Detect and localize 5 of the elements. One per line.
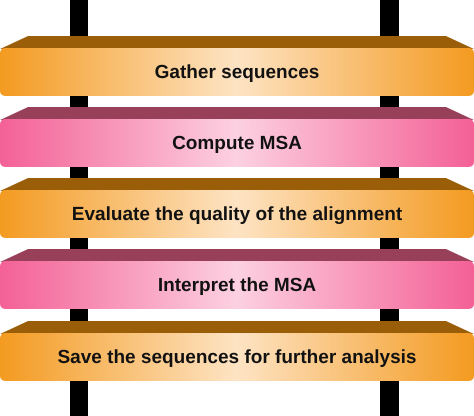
step-label: Evaluate the quality of the alignment: [72, 204, 402, 226]
step-label: Compute MSA: [172, 132, 302, 154]
step-label: Gather sequences: [154, 62, 320, 84]
step-label: Interpret the MSA: [158, 274, 316, 296]
step-label: Save the sequences for further analysis: [57, 346, 417, 368]
